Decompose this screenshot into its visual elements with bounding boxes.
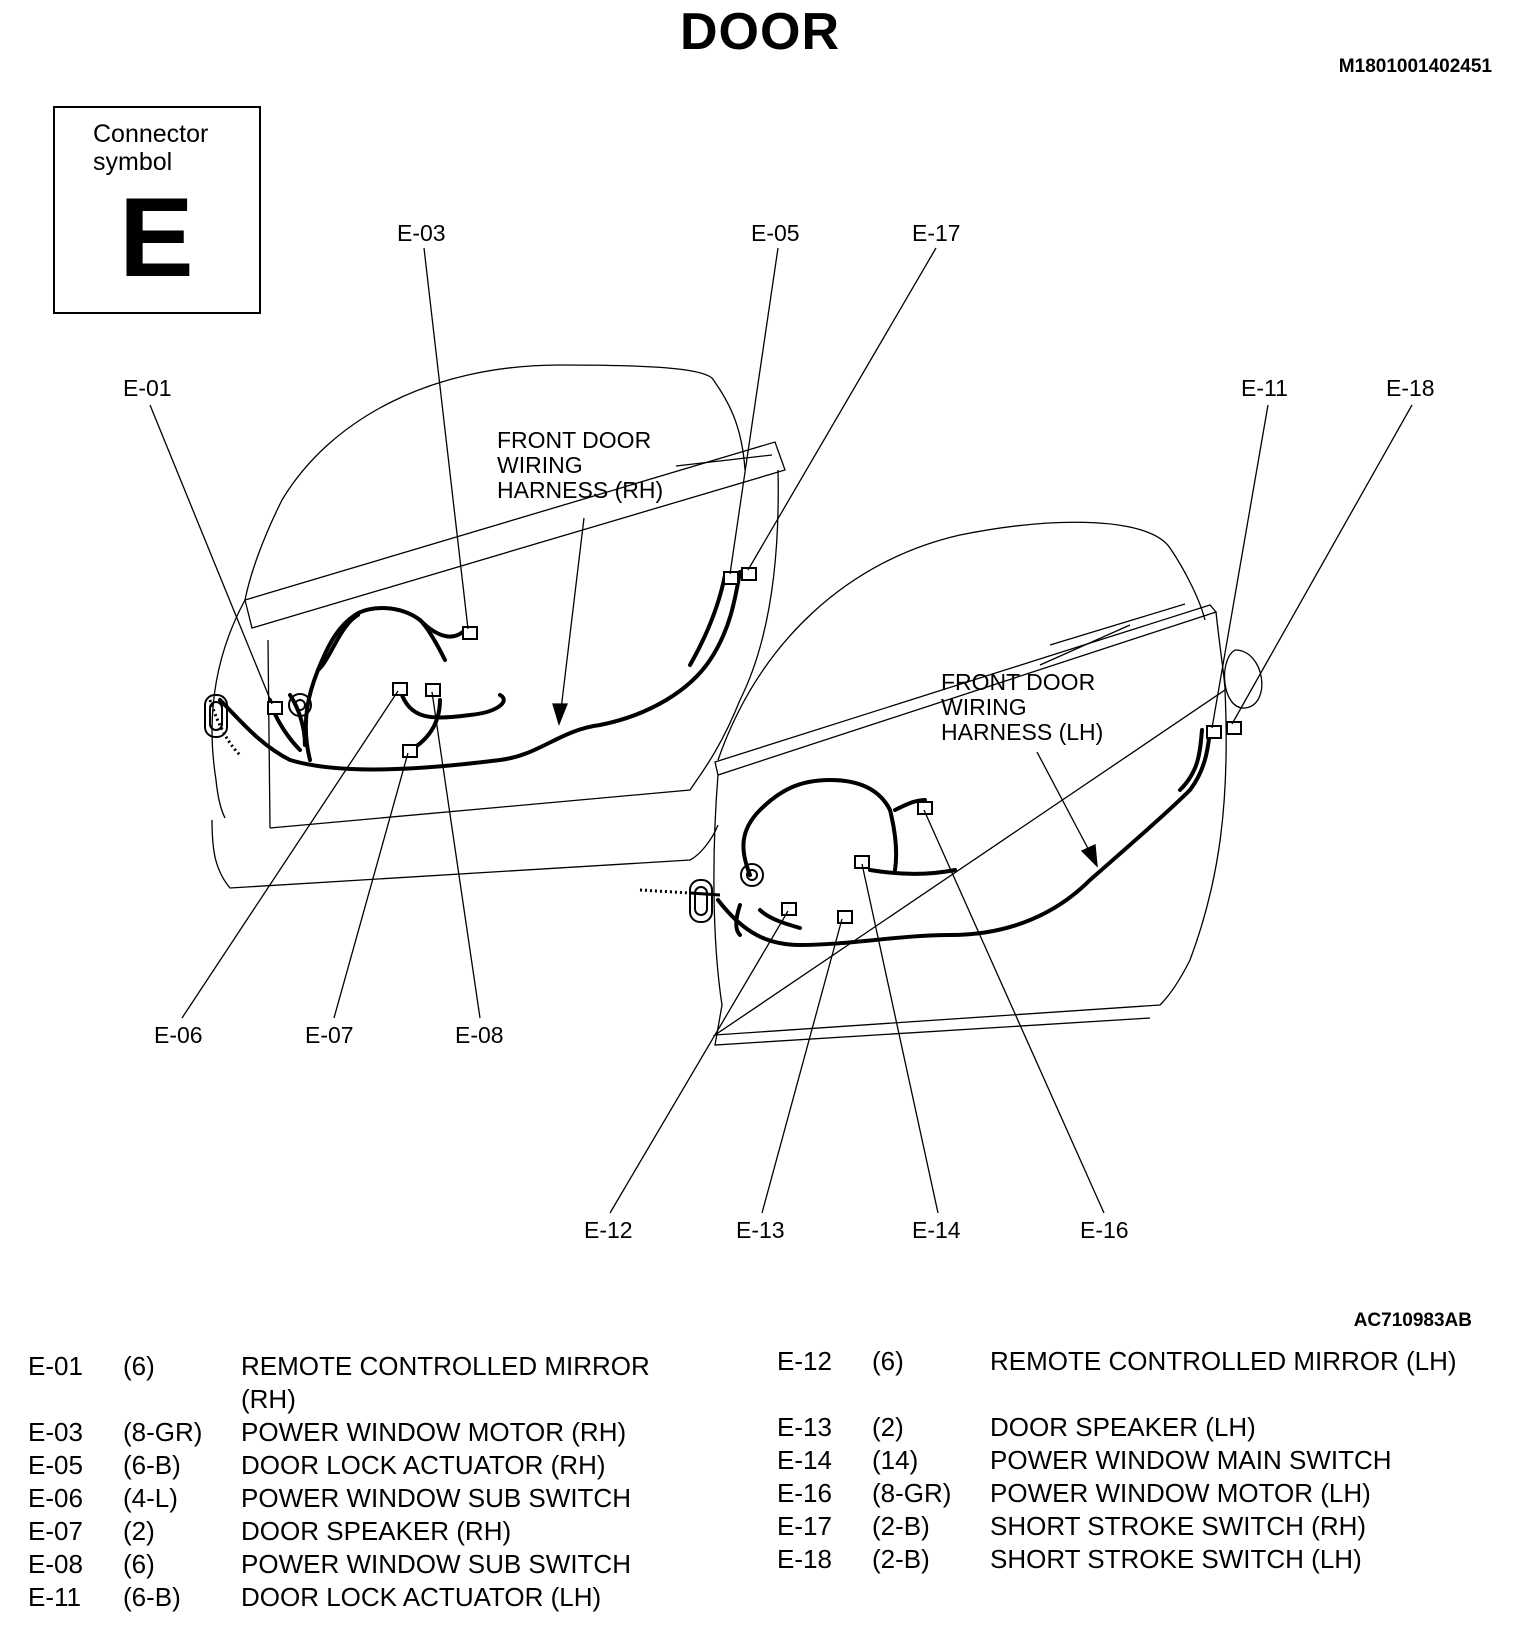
- rh-door-outline: [211, 364, 786, 889]
- legend-pins: (8-GR): [123, 1417, 203, 1447]
- legend-code: E-14: [777, 1445, 832, 1475]
- legend-pins: (8-GR): [872, 1478, 952, 1508]
- legend-row: E-01 (6) REMOTE CONTROLLED MIRROR (RH): [28, 1350, 728, 1416]
- legend-row: E-03 (8-GR) POWER WINDOW MOTOR (RH): [28, 1416, 728, 1449]
- legend-desc: DOOR LOCK ACTUATOR (LH): [241, 1582, 602, 1612]
- door-wiring-diagram: FRONT DOOR WIRING HARNESS (RH) FRONT DOO…: [123, 220, 1435, 1243]
- figure-id: AC710983AB: [1353, 1310, 1472, 1331]
- lh-harness-label-line: WIRING: [941, 694, 1027, 720]
- legend-row: E-07 (2) DOOR SPEAKER (RH): [28, 1515, 728, 1548]
- legend-row: E-16 (8-GR) POWER WINDOW MOTOR (LH): [777, 1477, 1497, 1510]
- legend-code: E-12: [777, 1346, 832, 1376]
- lh-harness-label: FRONT DOOR WIRING HARNESS (LH): [941, 669, 1103, 745]
- legend-code: E-17: [777, 1511, 832, 1541]
- legend-desc: POWER WINDOW SUB SWITCH: [241, 1549, 631, 1579]
- legend-pins: (6): [123, 1351, 155, 1381]
- legend-row: E-08 (6) POWER WINDOW SUB SWITCH: [28, 1548, 728, 1581]
- legend-pins: (2): [123, 1516, 155, 1546]
- legend-row: E-13 (2) DOOR SPEAKER (LH): [777, 1411, 1497, 1444]
- legend-row: E-18 (2-B) SHORT STROKE SWITCH (LH): [777, 1543, 1497, 1576]
- callout-label: E-14: [912, 1217, 961, 1243]
- lh-harness-label-line: HARNESS (LH): [941, 719, 1103, 745]
- legend-code: E-03: [28, 1417, 83, 1447]
- legend-desc: DOOR LOCK ACTUATOR (RH): [241, 1450, 606, 1480]
- callout-label: E-07: [305, 1022, 354, 1048]
- connector-blocks: [267, 567, 1242, 924]
- callout-label: E-11: [1241, 375, 1288, 401]
- lh-door-outline: [712, 521, 1263, 1046]
- legend-desc: DOOR SPEAKER (RH): [241, 1516, 512, 1546]
- connector-symbol-label: Connector symbol: [93, 120, 209, 176]
- legend-row: E-05 (6-B) DOOR LOCK ACTUATOR (RH): [28, 1449, 728, 1482]
- harness-pointer-arrows: [552, 517, 1098, 868]
- legend-desc: SHORT STROKE SWITCH (RH): [990, 1511, 1367, 1541]
- callout-label: E-12: [584, 1217, 633, 1243]
- callout-label: E-18: [1386, 375, 1435, 401]
- rh-harness-wires: [218, 570, 742, 772]
- legend-row: E-12 (6) REMOTE CONTROLLED MIRROR (LH): [777, 1345, 1497, 1411]
- legend-code: E-05: [28, 1450, 83, 1480]
- legend-desc: SHORT STROKE SWITCH (LH): [990, 1544, 1362, 1574]
- legend-desc: DOOR SPEAKER (LH): [990, 1412, 1256, 1442]
- legend-code: E-01: [28, 1351, 83, 1381]
- rh-harness-label-line: HARNESS (RH): [497, 477, 663, 503]
- legend-code: E-08: [28, 1549, 83, 1579]
- legend-pins: (2): [872, 1412, 904, 1442]
- callout-label: E-13: [736, 1217, 785, 1243]
- legend-pins: (6): [872, 1346, 904, 1376]
- callout-leader-lines: [149, 247, 1413, 1214]
- legend-code: E-11: [28, 1582, 81, 1612]
- lh-harness-wires: [716, 728, 1212, 948]
- legend-desc: POWER WINDOW MAIN SWITCH: [990, 1445, 1392, 1475]
- legend-pins: (6-B): [123, 1450, 181, 1480]
- legend-row: E-14 (14) POWER WINDOW MAIN SWITCH: [777, 1444, 1497, 1477]
- callout-labels: E-03 E-05 E-17 E-01 E-11 E-18 E-06 E-07 …: [123, 220, 1435, 1243]
- rh-harness-label-line: WIRING: [497, 452, 583, 478]
- document-id: M1801001402451: [1338, 56, 1492, 77]
- lh-harness-label-line: FRONT DOOR: [941, 669, 1095, 695]
- grommet-icons: [204, 693, 764, 923]
- legend-desc: POWER WINDOW MOTOR (RH): [241, 1417, 627, 1447]
- rh-harness-label-line: FRONT DOOR: [497, 427, 651, 453]
- callout-label: E-06: [154, 1022, 203, 1048]
- legend-code: E-07: [28, 1516, 83, 1546]
- legend-desc: POWER WINDOW SUB SWITCH: [241, 1483, 631, 1513]
- legend-pins: (2-B): [872, 1511, 930, 1541]
- legend-row: E-06 (4-L) POWER WINDOW SUB SWITCH: [28, 1482, 728, 1515]
- legend-desc: REMOTE CONTROLLED MIRROR (LH): [990, 1346, 1457, 1376]
- legend-pins: (2-B): [872, 1544, 930, 1574]
- callout-label: E-05: [751, 220, 800, 246]
- page-title: DOOR: [680, 3, 840, 61]
- legend-code: E-16: [777, 1478, 832, 1508]
- connector-legend-left: E-01 (6) REMOTE CONTROLLED MIRROR (RH) E…: [28, 1350, 728, 1614]
- wire-tails: [208, 699, 721, 897]
- callout-label: E-08: [455, 1022, 504, 1048]
- legend-row: E-17 (2-B) SHORT STROKE SWITCH (RH): [777, 1510, 1497, 1543]
- legend-pins: (4-L): [123, 1483, 178, 1513]
- legend-code: E-06: [28, 1483, 83, 1513]
- legend-code: E-13: [777, 1412, 832, 1442]
- legend-pins: (6): [123, 1549, 155, 1579]
- connector-symbol-box: Connector symbol E: [53, 106, 261, 314]
- legend-pins: (6-B): [123, 1582, 181, 1612]
- connector-legend-right: E-12 (6) REMOTE CONTROLLED MIRROR (LH) E…: [777, 1345, 1497, 1576]
- callout-label: E-16: [1080, 1217, 1129, 1243]
- connector-symbol-letter: E: [119, 175, 194, 300]
- legend-row: E-11 (6-B) DOOR LOCK ACTUATOR (LH): [28, 1581, 728, 1614]
- legend-desc: POWER WINDOW MOTOR (LH): [990, 1478, 1371, 1508]
- legend-desc: REMOTE CONTROLLED MIRROR (RH): [241, 1351, 650, 1414]
- callout-label: E-01: [123, 375, 172, 401]
- rh-harness-label: FRONT DOOR WIRING HARNESS (RH): [497, 427, 663, 503]
- legend-code: E-18: [777, 1544, 832, 1574]
- legend-pins: (14): [872, 1445, 919, 1475]
- callout-label: E-03: [397, 220, 446, 246]
- callout-label: E-17: [912, 220, 961, 246]
